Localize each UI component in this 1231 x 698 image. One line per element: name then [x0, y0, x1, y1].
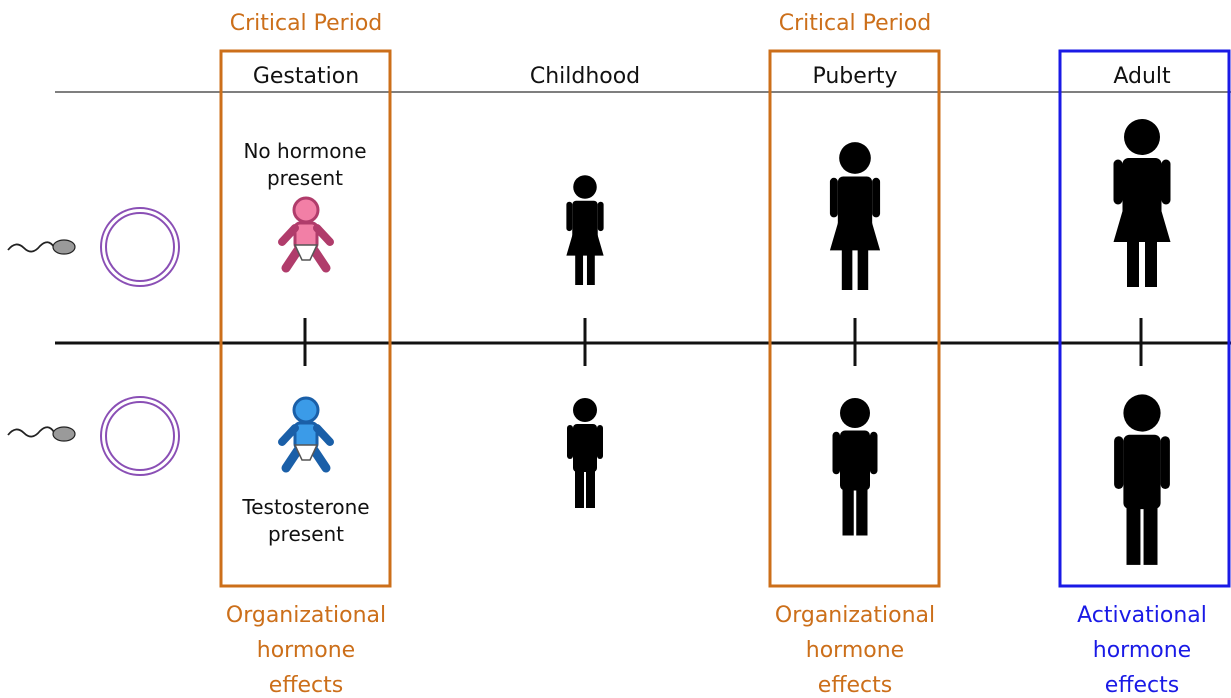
egg-icon	[100, 207, 180, 287]
organizational-effects-1-line1: Organizational	[226, 603, 386, 628]
stage-label-childhood: Childhood	[530, 64, 640, 89]
no-hormone-note-line2: present	[267, 166, 343, 190]
male-figure-icon	[567, 398, 603, 508]
testosterone-note-line2: present	[268, 522, 344, 546]
sperm-icon	[7, 239, 76, 255]
female-figure-icon	[566, 175, 604, 285]
critical-period-label-gestation: Critical Period	[230, 11, 383, 36]
activational-effects-line2: hormone	[1093, 638, 1191, 663]
activational-effects-line3: effects	[1105, 673, 1179, 698]
critical-period-label-puberty: Critical Period	[779, 11, 932, 36]
puberty-critical-box	[768, 49, 941, 588]
organizational-effects-2-line1: Organizational	[775, 603, 935, 628]
female-figure-icon	[829, 142, 881, 290]
baby-girl-icon	[282, 198, 330, 268]
adult-activational-box	[1058, 49, 1231, 588]
stage-label-adult: Adult	[1113, 64, 1171, 89]
testosterone-note-line1: Testosterone	[241, 495, 369, 519]
organizational-effects-2-line3: effects	[818, 673, 892, 698]
male-figure-icon	[1114, 394, 1170, 565]
egg-icon	[100, 396, 180, 476]
organizational-effects-2-line2: hormone	[806, 638, 904, 663]
stage-label-puberty: Puberty	[812, 64, 897, 89]
activational-effects-line1: Activational	[1077, 603, 1207, 628]
organizational-effects-1-line2: hormone	[257, 638, 355, 663]
stage-label-gestation: Gestation	[253, 64, 359, 89]
female-figure-icon	[1113, 119, 1171, 287]
no-hormone-note-line1: No hormone	[243, 139, 366, 163]
baby-boy-icon	[282, 398, 330, 468]
sperm-icon	[7, 426, 76, 442]
organizational-effects-1-line3: effects	[269, 673, 343, 698]
gestation-critical-box	[219, 49, 392, 588]
male-figure-icon	[832, 398, 878, 536]
